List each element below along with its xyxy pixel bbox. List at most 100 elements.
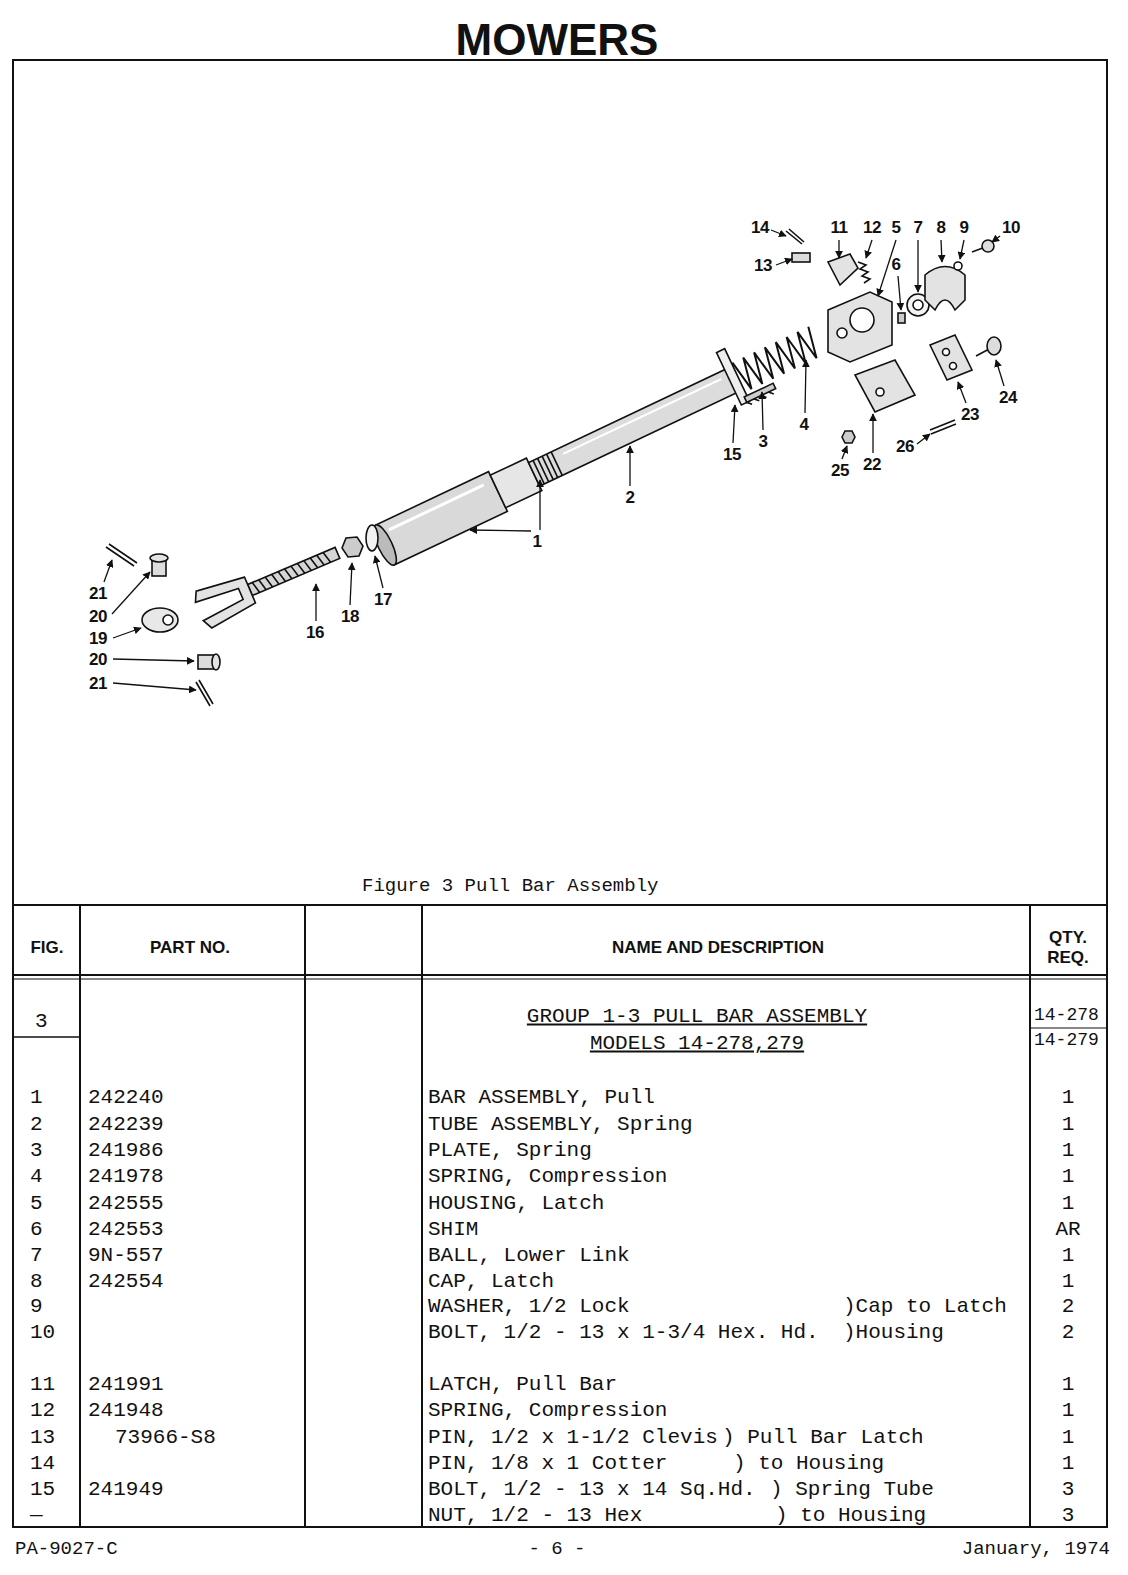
- callout-number: 11: [831, 218, 848, 238]
- table-cell: 7: [30, 1244, 43, 1267]
- assembly-note: ) to Housing: [775, 1504, 926, 1527]
- clevis-parts: [106, 525, 378, 706]
- assembly-note: ) Pull Bar Latch: [722, 1426, 924, 1449]
- callout-number: 4: [800, 415, 809, 435]
- part-description: SPRING, Compression: [428, 1165, 667, 1188]
- table-cell: 3: [30, 1139, 43, 1162]
- leader-lines: [104, 230, 1004, 690]
- table-cell: 8: [30, 1270, 43, 1293]
- part-description: SHIM: [428, 1218, 478, 1241]
- quantity: 1: [1062, 1244, 1075, 1267]
- figure-number: 3: [35, 1010, 48, 1033]
- callout-number: 8: [937, 218, 946, 238]
- part-number: 242239: [88, 1113, 164, 1136]
- callout-number: 26: [896, 437, 914, 457]
- quantity: 1: [1062, 1113, 1075, 1136]
- part-number: 9N-557: [88, 1244, 164, 1267]
- part-number: 242555: [88, 1192, 164, 1215]
- table-cell: 2: [30, 1113, 43, 1136]
- quantity: 3: [1062, 1478, 1075, 1501]
- group-heading: GROUP 1-3 PULL BAR ASSEMBLY: [527, 1005, 867, 1028]
- callout-number: 10: [1002, 218, 1020, 238]
- footer-text: PA-9027-C: [15, 1538, 118, 1560]
- table-cell: 13: [30, 1426, 55, 1449]
- quantity: 1: [1062, 1139, 1075, 1162]
- table-cell: 10: [30, 1321, 55, 1344]
- part-description: WASHER, 1/2 Lock: [428, 1295, 630, 1318]
- page-title: MOWERS: [456, 15, 659, 65]
- part-description: HOUSING, Latch: [428, 1192, 604, 1215]
- part-number: 241991: [88, 1373, 164, 1396]
- callout-number: 1: [533, 532, 542, 552]
- quantity: 1: [1062, 1452, 1075, 1475]
- part-description: LATCH, Pull Bar: [428, 1373, 617, 1396]
- callout-number: 21: [89, 584, 107, 604]
- table-cell: 4: [30, 1165, 43, 1188]
- part-description: BOLT, 1/2 - 13 x 14 Sq.Hd.: [428, 1478, 756, 1501]
- assembly-note: ) Spring Tube: [770, 1478, 934, 1501]
- part-number: 241986: [88, 1139, 164, 1162]
- footer-text: - 6 -: [528, 1538, 585, 1560]
- part-description: PLATE, Spring: [428, 1139, 592, 1162]
- table-cell: 1: [30, 1086, 43, 1109]
- part-number: 241978: [88, 1165, 164, 1188]
- part-number: 242554: [88, 1270, 164, 1293]
- table-cell: 12: [30, 1399, 55, 1422]
- callout-number: 12: [863, 218, 881, 238]
- figure-caption: Figure 3 Pull Bar Assembly: [362, 875, 658, 897]
- table-cell: 6: [30, 1218, 43, 1241]
- callout-number: 13: [754, 256, 772, 276]
- quantity: 1: [1062, 1165, 1075, 1188]
- callout-number: 16: [306, 623, 324, 643]
- quantity: 1: [1062, 1192, 1075, 1215]
- group-heading: MODELS 14-278,279: [590, 1032, 804, 1055]
- table-cell: 14: [30, 1452, 55, 1475]
- part-description: PIN, 1/2 x 1-1/2 Clevis: [428, 1426, 718, 1449]
- callout-number: 7: [914, 218, 923, 238]
- callout-number: 2: [626, 488, 635, 508]
- column-header: NAME AND DESCRIPTION: [612, 938, 824, 958]
- frame: [13, 60, 1107, 1527]
- part-number: 73966-S8: [115, 1426, 216, 1449]
- callout-number: 9: [960, 218, 969, 238]
- assembly-note: )Housing: [843, 1321, 944, 1344]
- model-number: 14-279: [1034, 1030, 1099, 1050]
- assembly-note: )Cap to Latch: [843, 1295, 1007, 1318]
- callout-number: 25: [831, 461, 849, 481]
- callout-number: 5: [892, 218, 901, 238]
- table-cell: 9: [30, 1295, 43, 1318]
- part-description: NUT, 1/2 - 13 Hex: [428, 1504, 642, 1527]
- part-description: BAR ASSEMBLY, Pull: [428, 1086, 655, 1109]
- quantity: 1: [1062, 1426, 1075, 1449]
- part-description: BALL, Lower Link: [428, 1244, 630, 1267]
- assembly-note: ) to Housing: [733, 1452, 884, 1475]
- quantity: 1: [1062, 1086, 1075, 1109]
- column-header: FIG.: [30, 938, 63, 958]
- column-header: PART NO.: [150, 938, 230, 958]
- part-description: SPRING, Compression: [428, 1399, 667, 1422]
- callout-number: 6: [892, 255, 901, 275]
- callout-number: 14: [751, 218, 769, 238]
- callout-number: 17: [374, 590, 392, 610]
- table-cell: 11: [30, 1373, 55, 1396]
- table-cell: 5: [30, 1192, 43, 1215]
- part-number: 241948: [88, 1399, 164, 1422]
- part-description: PIN, 1/8 x 1 Cotter: [428, 1452, 667, 1475]
- table-cell: 15: [30, 1478, 55, 1501]
- part-number: 242240: [88, 1086, 164, 1109]
- callout-number: 22: [863, 455, 881, 475]
- callout-number: 18: [341, 607, 359, 627]
- callout-number: 23: [961, 405, 979, 425]
- part-number: 241949: [88, 1478, 164, 1501]
- quantity: 3: [1062, 1504, 1075, 1527]
- quantity: 2: [1062, 1295, 1075, 1318]
- column-header: QTY. REQ.: [1044, 928, 1092, 967]
- callout-number: 24: [999, 388, 1017, 408]
- callout-number: 20: [89, 607, 107, 627]
- quantity: 1: [1062, 1373, 1075, 1396]
- callout-number: 21: [89, 674, 107, 694]
- model-number: 14-278: [1034, 1005, 1099, 1025]
- footer-text: January, 1974: [962, 1538, 1110, 1560]
- table-cell: —: [30, 1504, 43, 1527]
- part-description: BOLT, 1/2 - 13 x 1-3/4 Hex. Hd.: [428, 1321, 819, 1344]
